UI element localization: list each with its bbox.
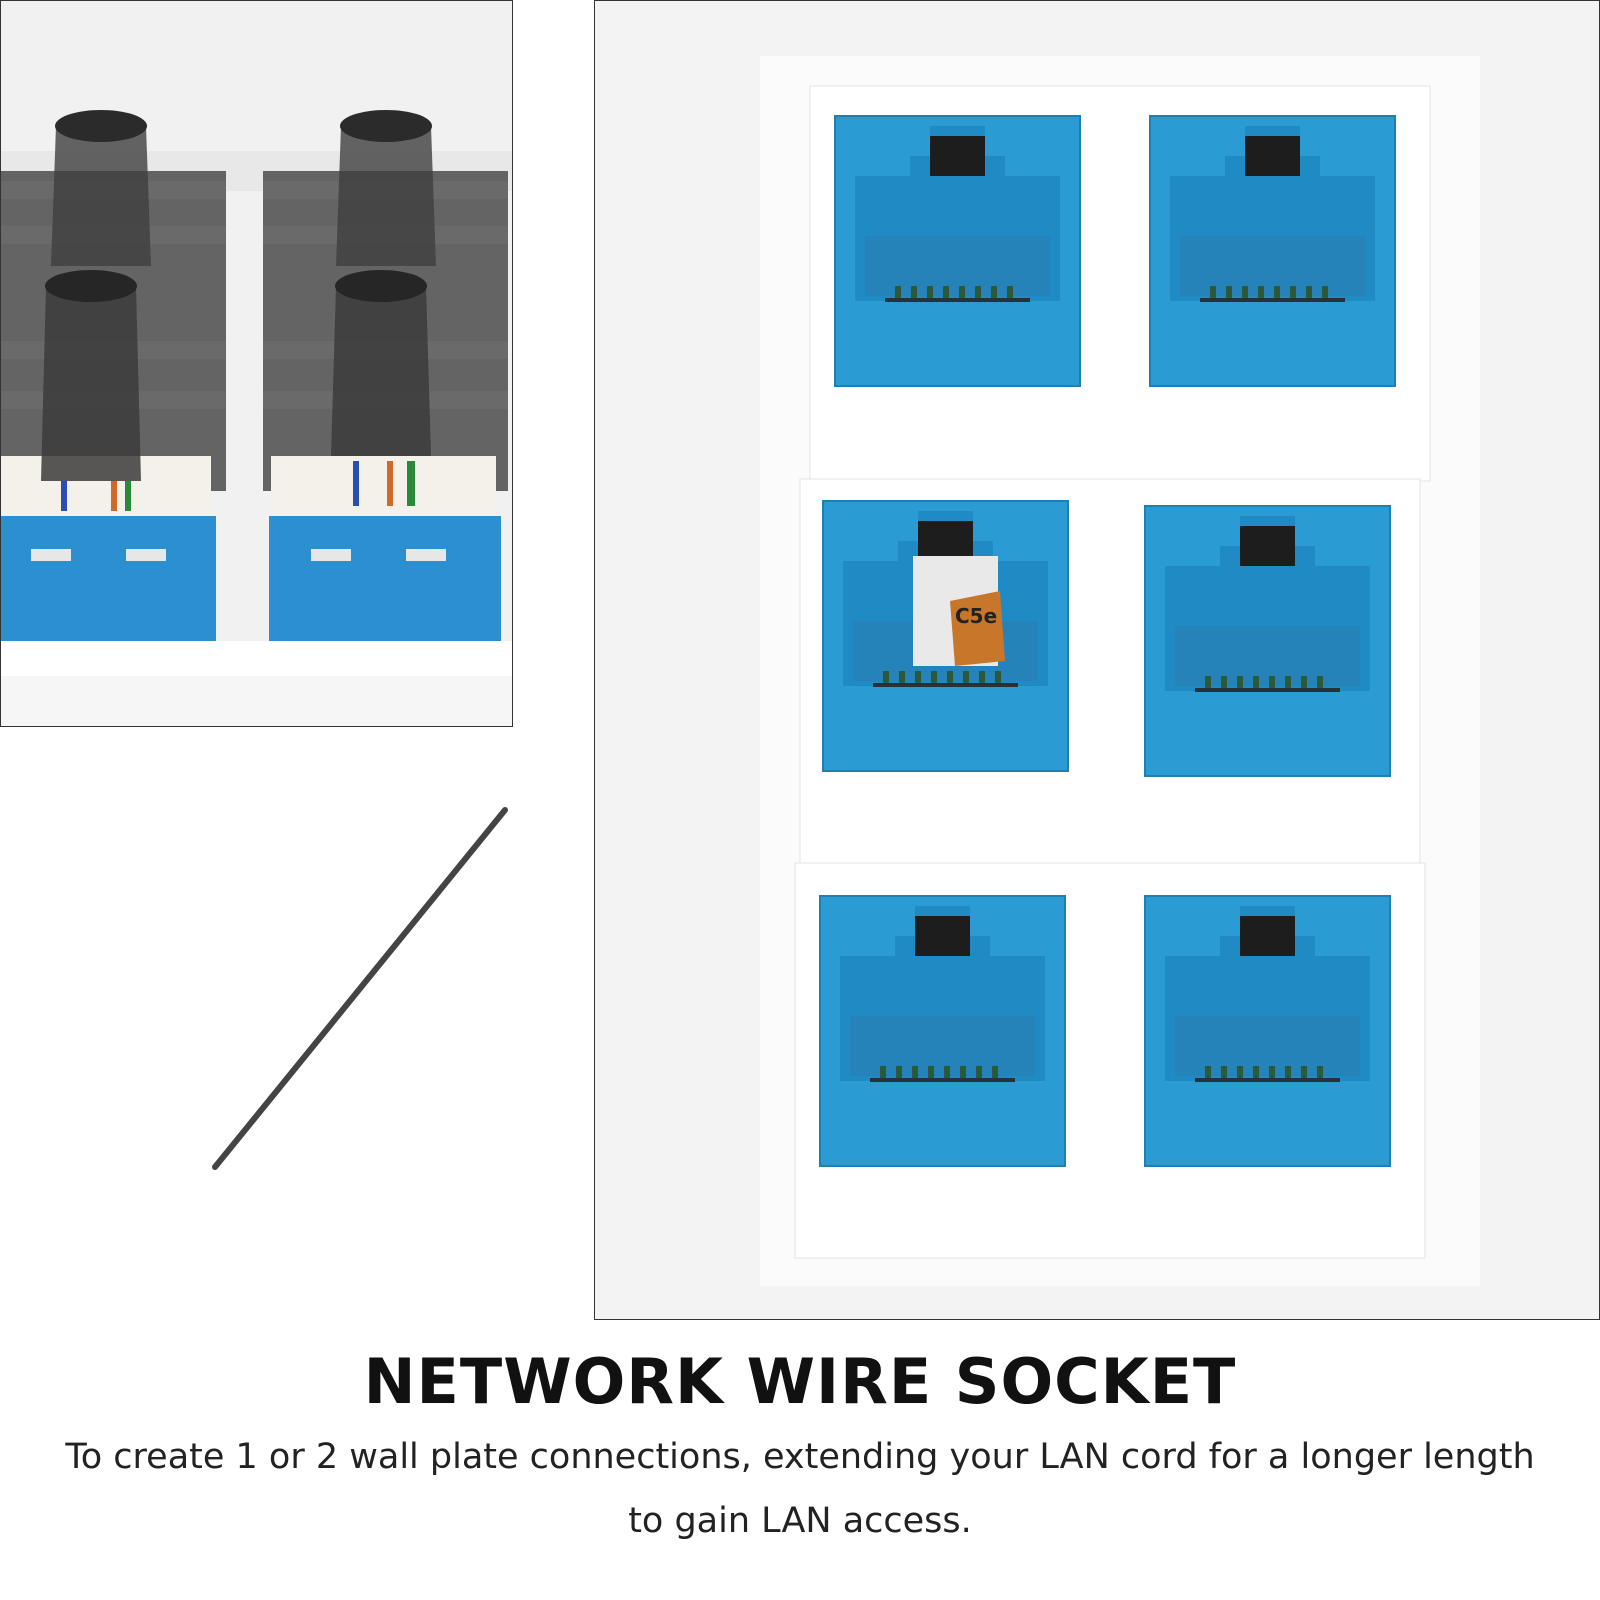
rj45-port-1 (834, 115, 1081, 387)
rj45-port-2 (1149, 115, 1396, 387)
rj45-port-6 (1144, 895, 1391, 1167)
description-text: To create 1 or 2 wall plate connections,… (65, 1437, 1535, 1541)
rj45-port-5 (819, 895, 1066, 1167)
dust-cap-icon (41, 110, 436, 481)
main-photo-wall-plate: C5e (594, 0, 1600, 1320)
svg-text:C5e: C5e (955, 604, 997, 628)
page-title: NETWORK WIRE SOCKET (363, 1345, 1237, 1418)
c5e-wire-label: C5e (913, 556, 1005, 666)
rj45-port-4 (1144, 505, 1391, 777)
inset-photo-keystone-backs (0, 0, 513, 727)
connector-line (212, 807, 508, 1170)
